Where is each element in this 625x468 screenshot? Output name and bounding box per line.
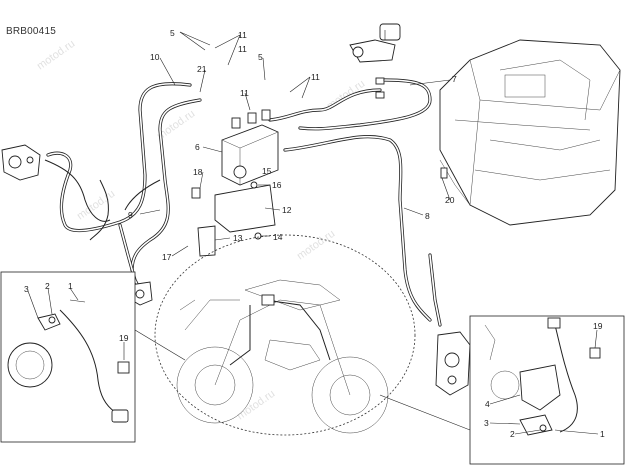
watermark: motod.ru <box>295 228 337 263</box>
callout-1b: 1 <box>600 429 605 439</box>
callout-19: 19 <box>119 333 129 343</box>
callout-5: 5 <box>170 28 175 38</box>
callout-19b: 19 <box>593 321 603 331</box>
callout-6: 6 <box>195 142 200 152</box>
callout-3b: 3 <box>484 418 489 428</box>
callout-1: 1 <box>68 281 73 291</box>
callout-12: 12 <box>282 205 292 215</box>
rear-sensor-detail-inset <box>469 315 625 465</box>
callout-5b: 5 <box>258 52 263 62</box>
callout-17: 17 <box>162 252 172 262</box>
front-sensor-detail-inset <box>0 271 136 443</box>
motorcycle-overview <box>154 234 416 436</box>
callout-21: 21 <box>197 64 207 74</box>
callout-16: 16 <box>272 180 282 190</box>
front-caliper <box>1 144 41 181</box>
watermark: motod.ru <box>235 388 277 423</box>
watermark: motod.ru <box>35 38 77 73</box>
callout-11d: 11 <box>240 88 249 98</box>
callout-10: 10 <box>150 52 160 62</box>
rear-caliper <box>435 331 471 396</box>
callout-15: 15 <box>262 166 272 176</box>
callout-11: 11 <box>238 30 247 40</box>
callout-11c: 11 <box>311 72 320 82</box>
callout-11b: 11 <box>238 44 247 54</box>
callout-2b: 2 <box>510 429 515 439</box>
callout-2: 2 <box>45 281 50 291</box>
callout-18: 18 <box>193 167 203 177</box>
callout-8: 8 <box>425 211 430 221</box>
callout-20: 20 <box>445 195 455 205</box>
sensor-wiring <box>44 159 161 241</box>
airbox-assembly <box>439 39 621 226</box>
callout-13: 13 <box>233 233 243 243</box>
abs-bracket <box>191 165 276 257</box>
callout-4: 4 <box>485 399 490 409</box>
callout-9: 9 <box>128 210 133 220</box>
callout-leaders <box>27 31 599 435</box>
drawing-code: BRB00415 <box>6 26 56 37</box>
callout-7: 7 <box>452 74 457 84</box>
callout-3: 3 <box>24 284 29 294</box>
master-cylinder <box>349 23 401 99</box>
callout-14: 14 <box>273 232 283 242</box>
callout-numbers: 5 11 11 10 21 5 11 7 11 6 18 15 16 12 9 … <box>24 28 605 439</box>
brake-hoses <box>46 78 442 327</box>
